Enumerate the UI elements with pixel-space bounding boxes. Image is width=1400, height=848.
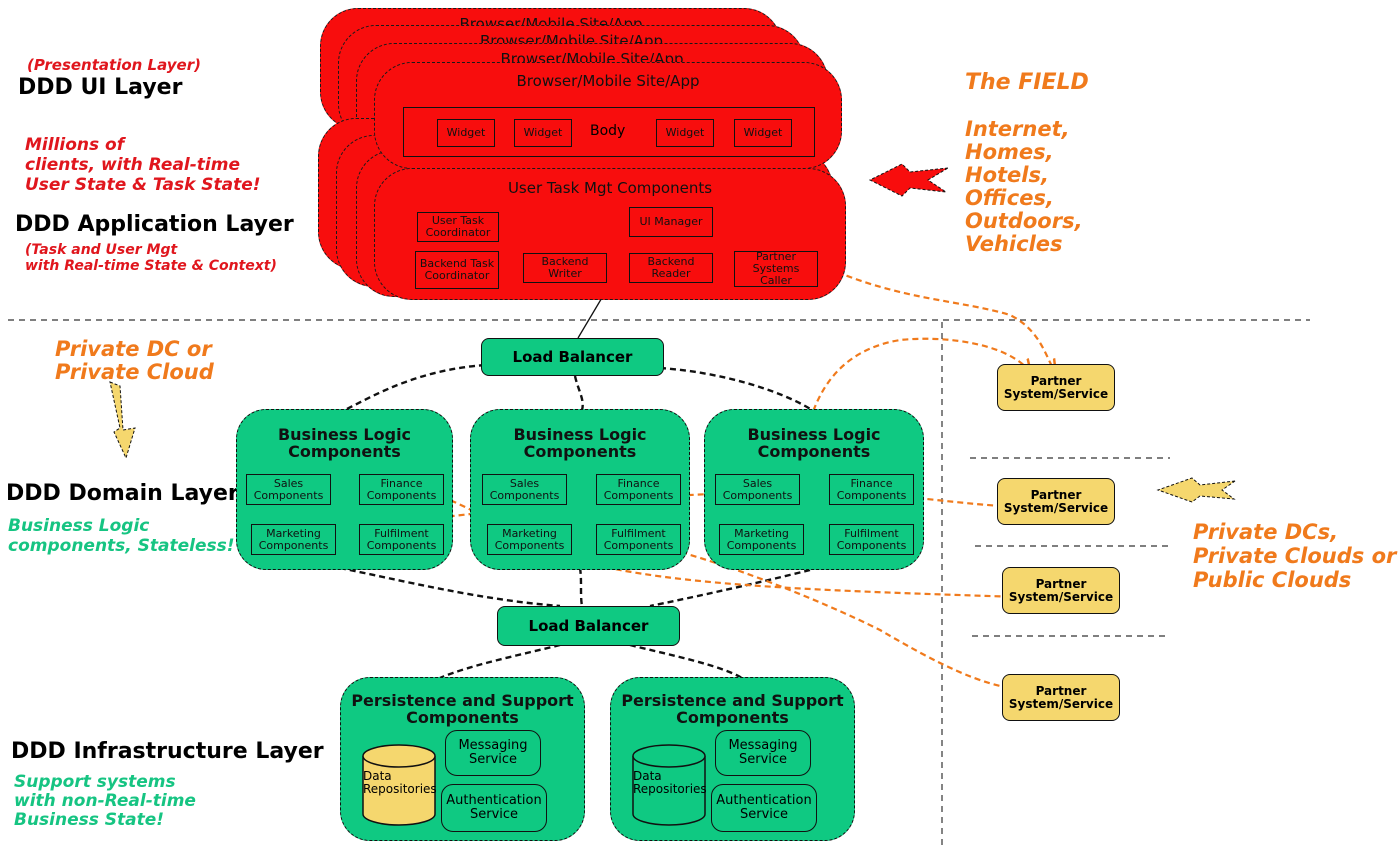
fulfilment-components[interactable]: Fulfilment Components [829, 524, 914, 555]
partner-system-3[interactable]: Partner System/Service [1002, 567, 1120, 614]
support-note: Support systems with non-Real-time Busin… [14, 772, 196, 830]
down-arrow-icon [109, 381, 136, 460]
business-logic-note: Business Logic components, Stateless! [8, 516, 235, 556]
marketing-components[interactable]: Marketing Components [487, 524, 572, 555]
millions-note: Millions of clients, with Real-time User… [25, 135, 261, 195]
marketing-components[interactable]: Marketing Components [719, 524, 804, 555]
task-panel: User Task Mgt Components User Task Coord… [374, 168, 846, 300]
finance-components[interactable]: Finance Components [359, 474, 444, 505]
presentation-layer-label: (Presentation Layer) [27, 56, 201, 74]
marketing-components[interactable]: Marketing Components [251, 524, 336, 555]
task-user-mgt-note: (Task and User Mgt with Real-time State … [25, 242, 277, 274]
data-repository-icon [362, 744, 436, 826]
field-arrow-icon [868, 163, 949, 197]
finance-components[interactable]: Finance Components [829, 474, 914, 505]
sales-components[interactable]: Sales Components [715, 474, 800, 505]
private-dcs-label: Private DCs, Private Clouds or Public Cl… [1193, 520, 1397, 592]
load-balancer-bottom[interactable]: Load Balancer [497, 606, 680, 646]
fulfilment-components[interactable]: Fulfilment Components [596, 524, 681, 555]
infrastructure-layer-label: DDD Infrastructure Layer [11, 739, 324, 764]
backend-writer[interactable]: Backend Writer [523, 253, 607, 283]
domain-layer-label: DDD Domain Layer [6, 481, 239, 506]
app-panel: Browser/Mobile Site/App Body Widget Widg… [374, 62, 842, 169]
data-repository-icon [632, 744, 706, 826]
backend-reader[interactable]: Backend Reader [629, 253, 713, 283]
application-layer-label: DDD Application Layer [15, 212, 294, 237]
ui-manager[interactable]: UI Manager [629, 207, 713, 237]
messaging-service[interactable]: Messaging Service [715, 730, 811, 776]
widget-4[interactable]: Widget [734, 119, 792, 147]
user-task-coordinator[interactable]: User Task Coordinator [417, 212, 499, 242]
widget-3[interactable]: Widget [656, 119, 714, 147]
partner-system-2[interactable]: Partner System/Service [997, 478, 1115, 525]
partner-system-1[interactable]: Partner System/Service [997, 364, 1115, 411]
field-label: The FIELD [965, 70, 1089, 95]
widget-2[interactable]: Widget [514, 119, 572, 147]
private-dc-label: Private DC or Private Cloud [55, 337, 214, 384]
authentication-service[interactable]: Authentication Service [711, 784, 817, 832]
fulfilment-components[interactable]: Fulfilment Components [359, 524, 444, 555]
ui-layer-label: DDD UI Layer [18, 75, 183, 100]
widget-1[interactable]: Widget [437, 119, 495, 147]
partner-system-4[interactable]: Partner System/Service [1002, 674, 1120, 721]
sales-components[interactable]: Sales Components [246, 474, 331, 505]
finance-components[interactable]: Finance Components [596, 474, 681, 505]
messaging-service[interactable]: Messaging Service [445, 730, 541, 776]
load-balancer-top[interactable]: Load Balancer [481, 338, 664, 376]
left-arrow-icon [1156, 477, 1236, 503]
authentication-service[interactable]: Authentication Service [441, 784, 547, 832]
body-panel: Body Widget Widget Widget Widget [403, 107, 815, 157]
backend-task-coordinator[interactable]: Backend Task Coordinator [415, 251, 499, 289]
body-label: Body [590, 123, 626, 139]
partner-systems-caller[interactable]: Partner Systems Caller [734, 251, 818, 287]
field-list: Internet, Homes, Hotels, Offices, Outdoo… [965, 117, 1083, 256]
sales-components[interactable]: Sales Components [482, 474, 567, 505]
